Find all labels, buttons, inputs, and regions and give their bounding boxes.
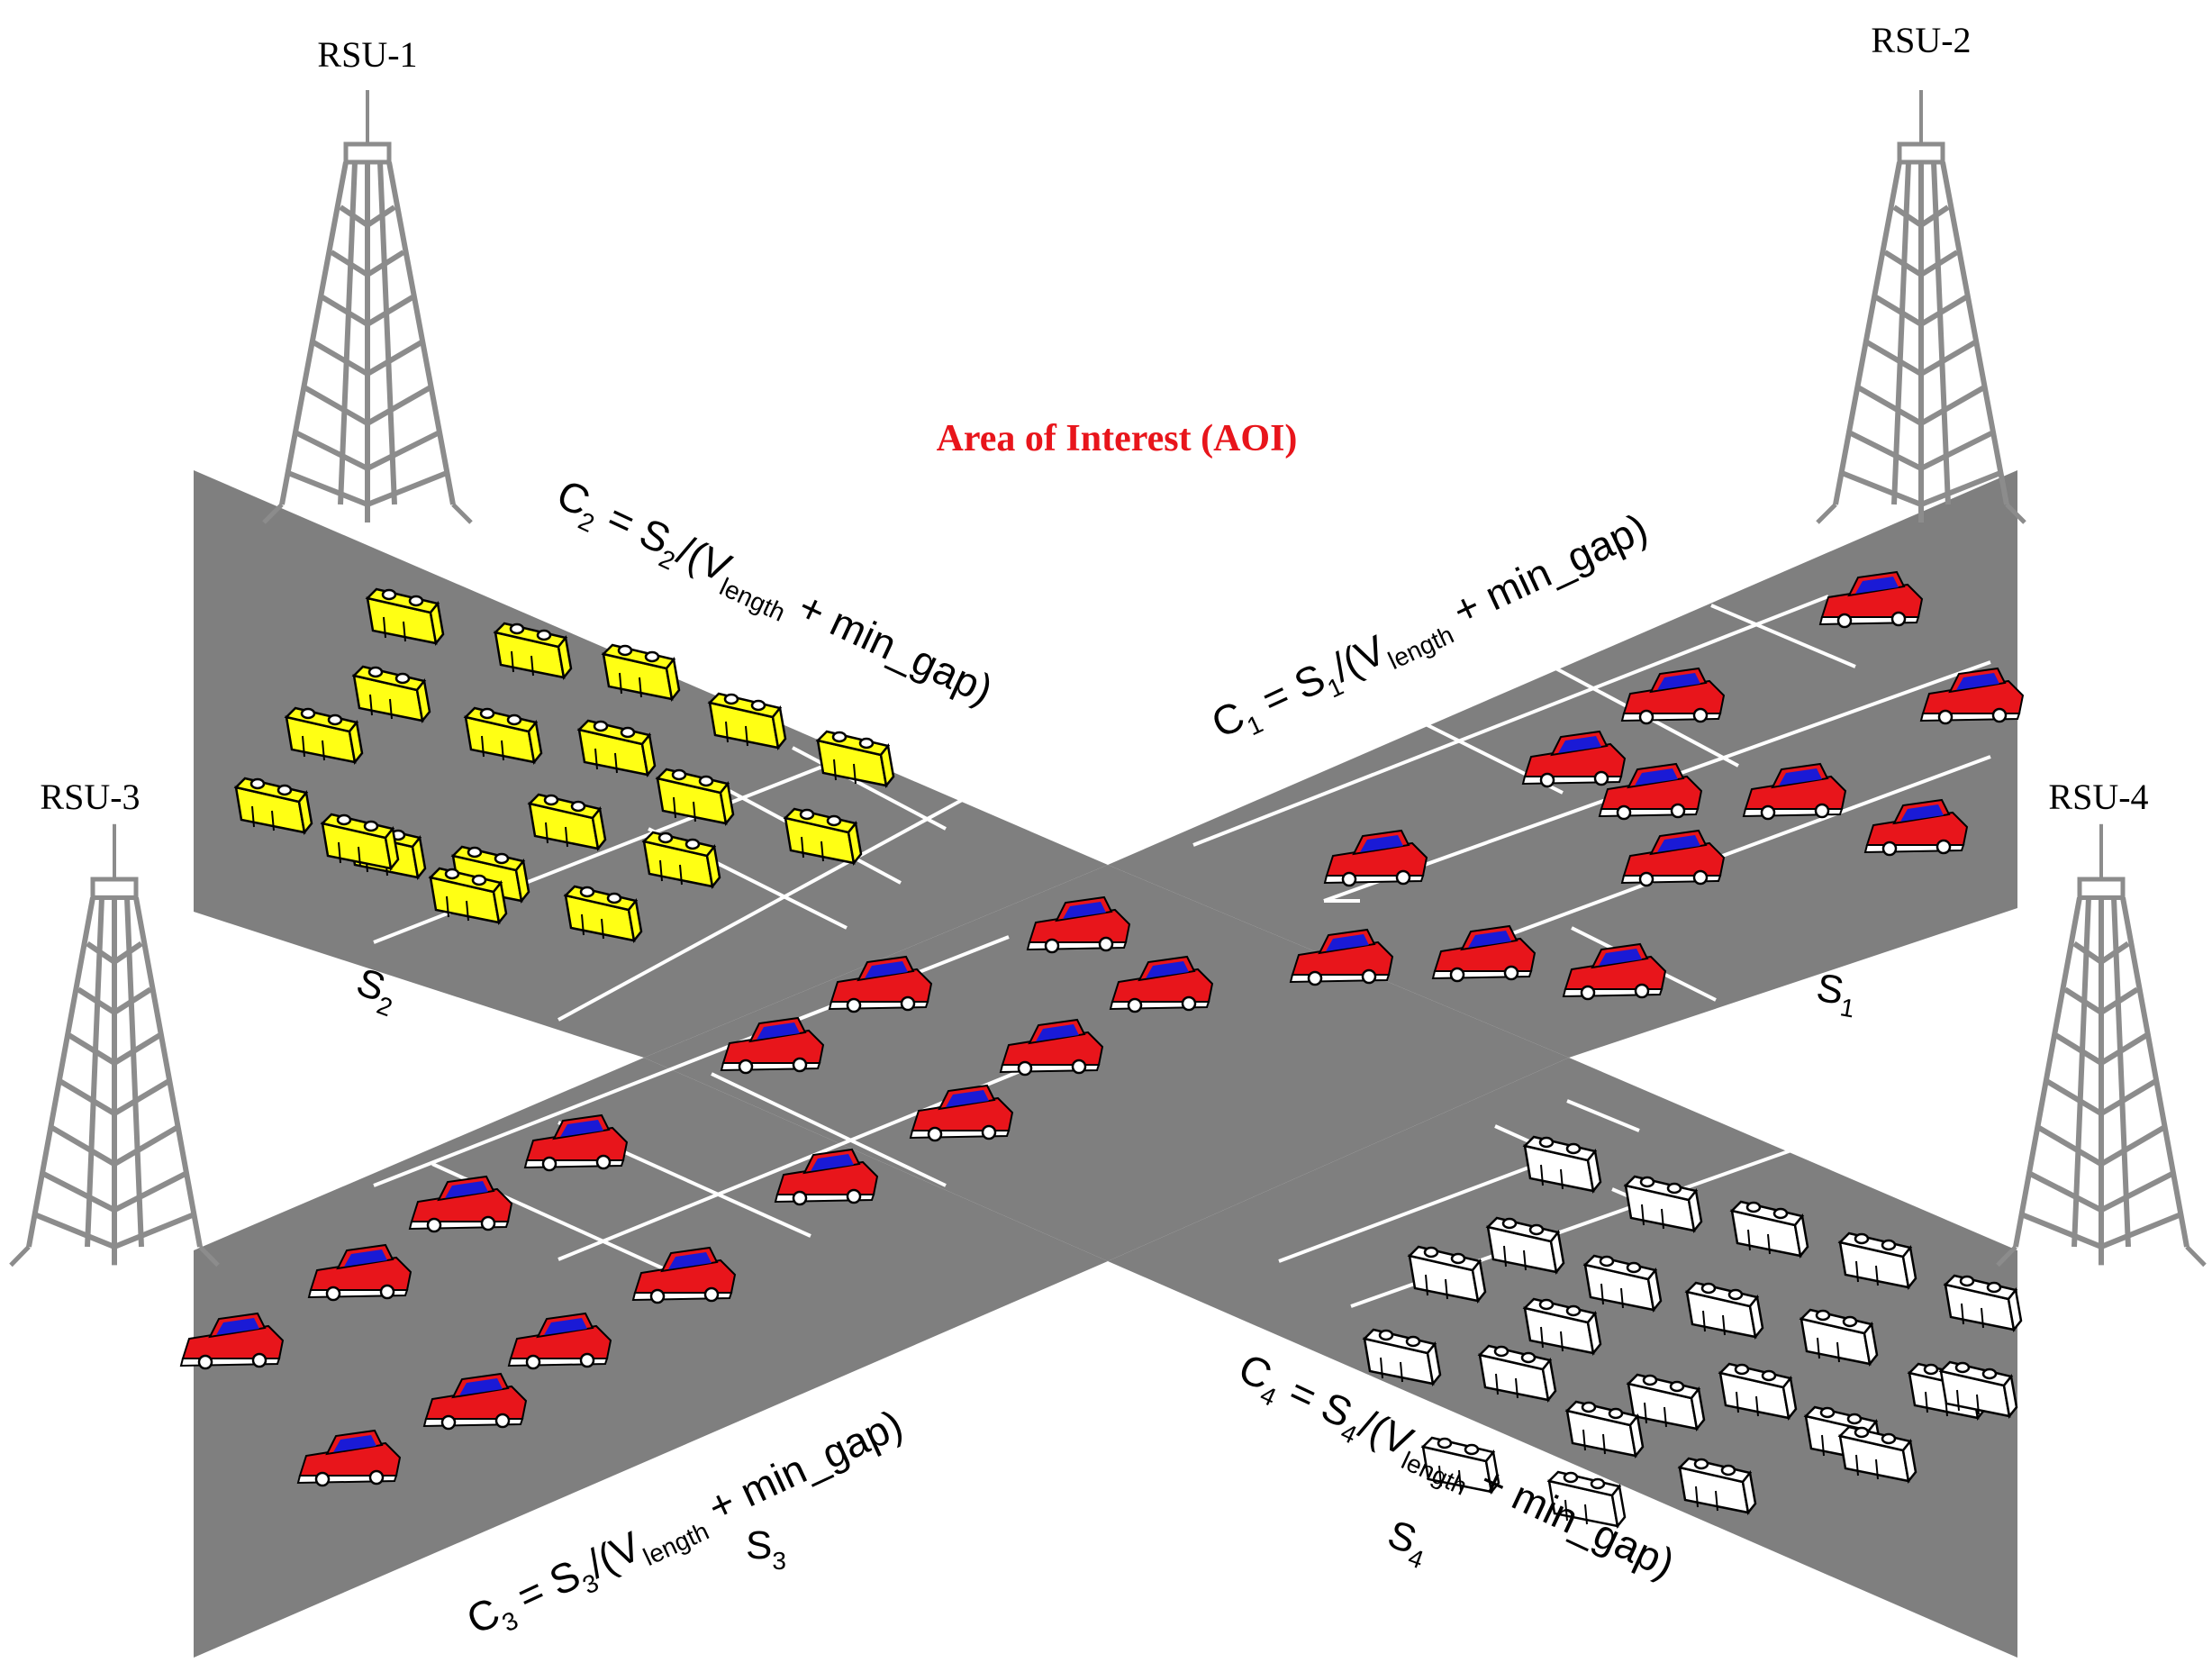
lane-line: [1710, 604, 1856, 668]
lane-line: [1192, 595, 1829, 847]
lane-line: [873, 717, 1010, 791]
segment-label-s4: S4: [1380, 1512, 1436, 1574]
rsu-tower-4: [1998, 824, 2205, 1266]
rsu-2-label: RSU-1: [317, 34, 417, 75]
lane-line: [711, 1072, 947, 1187]
rsu-tower-1: [1818, 90, 2025, 522]
lane-line: [1278, 1151, 1568, 1263]
road-arm-se: [1108, 1058, 2017, 1658]
segment-label-s1: S1: [1812, 966, 1861, 1023]
rsu-4-label: RSU-4: [2048, 777, 2148, 817]
aoi-title: Area of Interest (AOI): [937, 418, 1298, 459]
rsu-3-label: RSU-3: [40, 777, 140, 817]
rsu-tower-3: [11, 824, 218, 1266]
lane-line: [1566, 1099, 1640, 1132]
lane-line: [558, 764, 1026, 1022]
segment-label-s3: S3: [746, 1523, 786, 1575]
rsu-1-label: RSU-2: [1871, 20, 1971, 60]
rsu-tower-2: [264, 90, 471, 522]
lane-line: [792, 746, 947, 831]
